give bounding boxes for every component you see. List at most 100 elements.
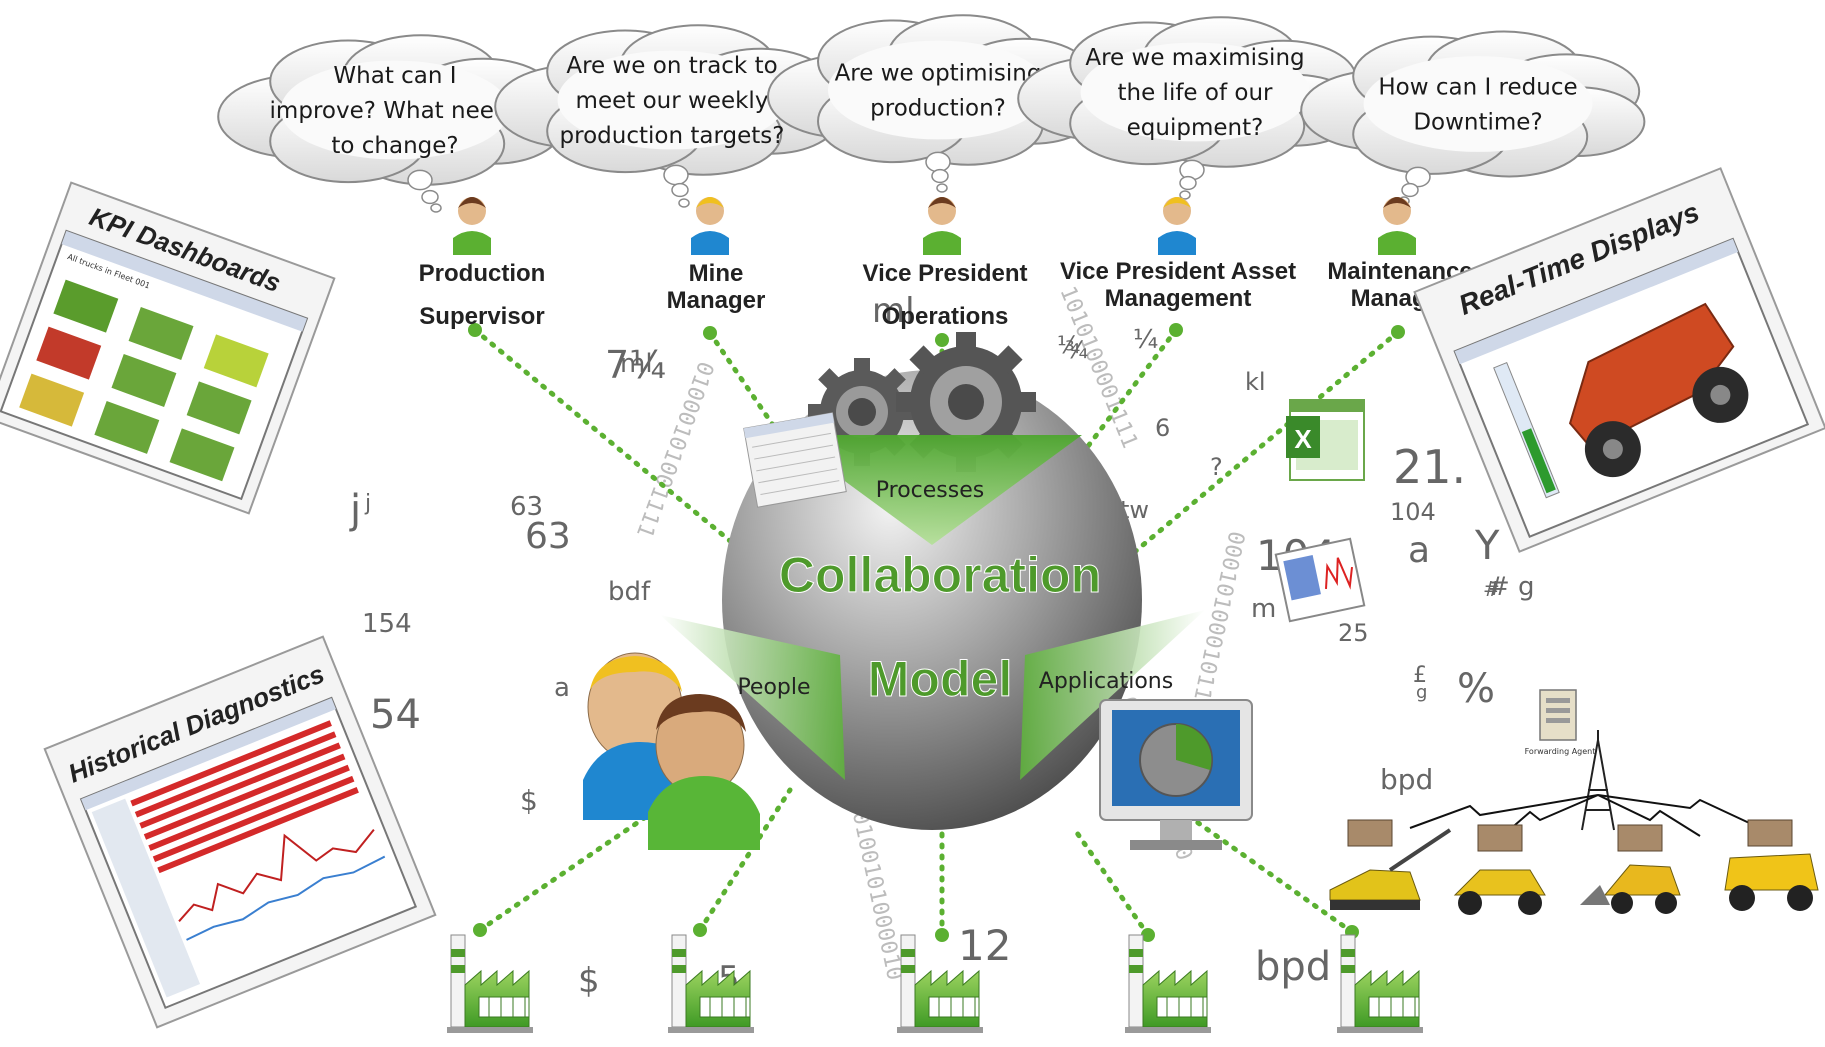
role-title-line: Management xyxy=(1105,285,1252,312)
svg-text:X: X xyxy=(1294,424,1312,454)
scattered-character: ¾ xyxy=(1065,336,1088,364)
scattered-character: 6 xyxy=(1155,414,1170,442)
truck-thumbnails xyxy=(19,279,269,482)
kpi-dashboards-panel: All trucks in Fleet 001 KPI Dashboards xyxy=(0,181,336,515)
cloud-question-line: production? xyxy=(870,96,1006,122)
scattered-character: ¼ xyxy=(1057,331,1080,359)
scattered-character: a xyxy=(554,673,570,703)
person-blue-icon xyxy=(1158,197,1196,255)
radio-tower-icon xyxy=(1581,730,1615,831)
scattered-character: a xyxy=(1408,530,1430,571)
role-title-line: Vice President Asset xyxy=(1060,258,1296,285)
mining-equipment xyxy=(1329,819,1819,915)
factory-icon xyxy=(1125,934,1211,1033)
loader-icon xyxy=(1580,824,1681,914)
role-title-line: Manager xyxy=(667,287,766,314)
connector-dot xyxy=(473,923,487,937)
scattered-character: $ xyxy=(578,961,600,1001)
cloud-question-line: equipment? xyxy=(1127,115,1264,141)
person-green-icon xyxy=(923,197,961,255)
thought-cloud: Are we optimising production? xyxy=(767,14,1099,193)
diagnostic-trend-bands xyxy=(91,720,386,998)
scattered-character: j xyxy=(364,491,371,516)
scattered-character: j xyxy=(349,487,361,533)
connector-dot xyxy=(1169,323,1183,337)
connector-line xyxy=(472,327,738,548)
connector-dot xyxy=(1141,928,1155,942)
thought-cloud: Are we on track to meet our weekly product… xyxy=(494,24,840,208)
scattered-character: ? xyxy=(1210,453,1223,481)
cloud-question-line: improve? What needs xyxy=(270,98,521,124)
scattered-character: kl xyxy=(1245,368,1266,396)
person-blue-icon xyxy=(691,197,729,255)
person-green-icon xyxy=(1378,197,1416,255)
people-wedge xyxy=(660,615,845,780)
scattered-character: 7¼ xyxy=(605,343,666,387)
scattered-character: £ xyxy=(1413,663,1427,688)
factory-icon xyxy=(1337,934,1423,1033)
scattered-character: 54 xyxy=(370,692,421,738)
cloud-question-line: meet our weekly xyxy=(576,88,769,114)
person-green-icon xyxy=(453,197,491,255)
factories xyxy=(447,934,1423,1033)
scattered-character: # g xyxy=(1488,572,1535,602)
connector-dot xyxy=(703,326,717,340)
role-title-line: Operations xyxy=(882,303,1009,330)
applications-wedge xyxy=(1020,610,1205,780)
spreadsheet-window xyxy=(743,412,847,508)
scattered-character: ml xyxy=(620,349,653,379)
scattered-character: g xyxy=(1416,682,1427,703)
scattered-character: bdf xyxy=(608,577,651,607)
mining-network: Forwarding Agent xyxy=(1329,689,1819,915)
scattered-character: Y xyxy=(1474,523,1500,569)
role-title-line: Vice President xyxy=(863,260,1028,287)
scattered-character: $ xyxy=(520,784,538,817)
scattered-character: 154 xyxy=(362,609,412,639)
cloud-question-line: Are we on track to xyxy=(566,53,777,79)
processes-label: Processes xyxy=(876,478,984,503)
server-label: Forwarding Agent xyxy=(1525,747,1596,756)
shovel-icon xyxy=(1329,819,1452,910)
people-group-icon xyxy=(583,652,760,850)
factory-icon xyxy=(668,934,754,1033)
connector-line xyxy=(1072,827,1151,938)
cloud-question-line: production targets? xyxy=(560,123,785,149)
connector-dot xyxy=(468,323,482,337)
connector-dot xyxy=(935,928,949,942)
applications-label: Applications xyxy=(1039,669,1173,694)
cloud-question-line: to change? xyxy=(331,133,458,159)
scattered-character: m xyxy=(1251,594,1276,624)
collaboration-model: Processes People Applications Collaborat… xyxy=(660,332,1205,830)
scattered-character: % xyxy=(1457,666,1495,712)
connector-dot xyxy=(935,333,949,347)
server-icon xyxy=(1539,689,1577,741)
applications-monitor-icon xyxy=(1099,699,1253,850)
scattered-character: bpd xyxy=(1380,763,1433,796)
scattered-character: bpd xyxy=(1255,944,1331,990)
real-time-displays-panel: Real-Time Displays xyxy=(1413,167,1825,553)
connector-lines xyxy=(468,323,1405,942)
model-title: Model xyxy=(868,651,1012,707)
scattered-character: ¼ xyxy=(1133,325,1158,355)
processes-wedge xyxy=(782,435,1082,545)
scattered-character: ml xyxy=(872,291,915,331)
cloud-question-line: the life of our xyxy=(1118,80,1274,106)
role-title-line: Production xyxy=(419,260,546,287)
connector-dot xyxy=(1391,325,1405,339)
haul-truck-image xyxy=(1568,302,1749,478)
cloud-question-line: Are we optimising xyxy=(835,61,1042,87)
grader-icon xyxy=(1453,824,1546,915)
cloud-question-line: Downtime? xyxy=(1413,110,1542,136)
factory-icon xyxy=(447,934,533,1033)
